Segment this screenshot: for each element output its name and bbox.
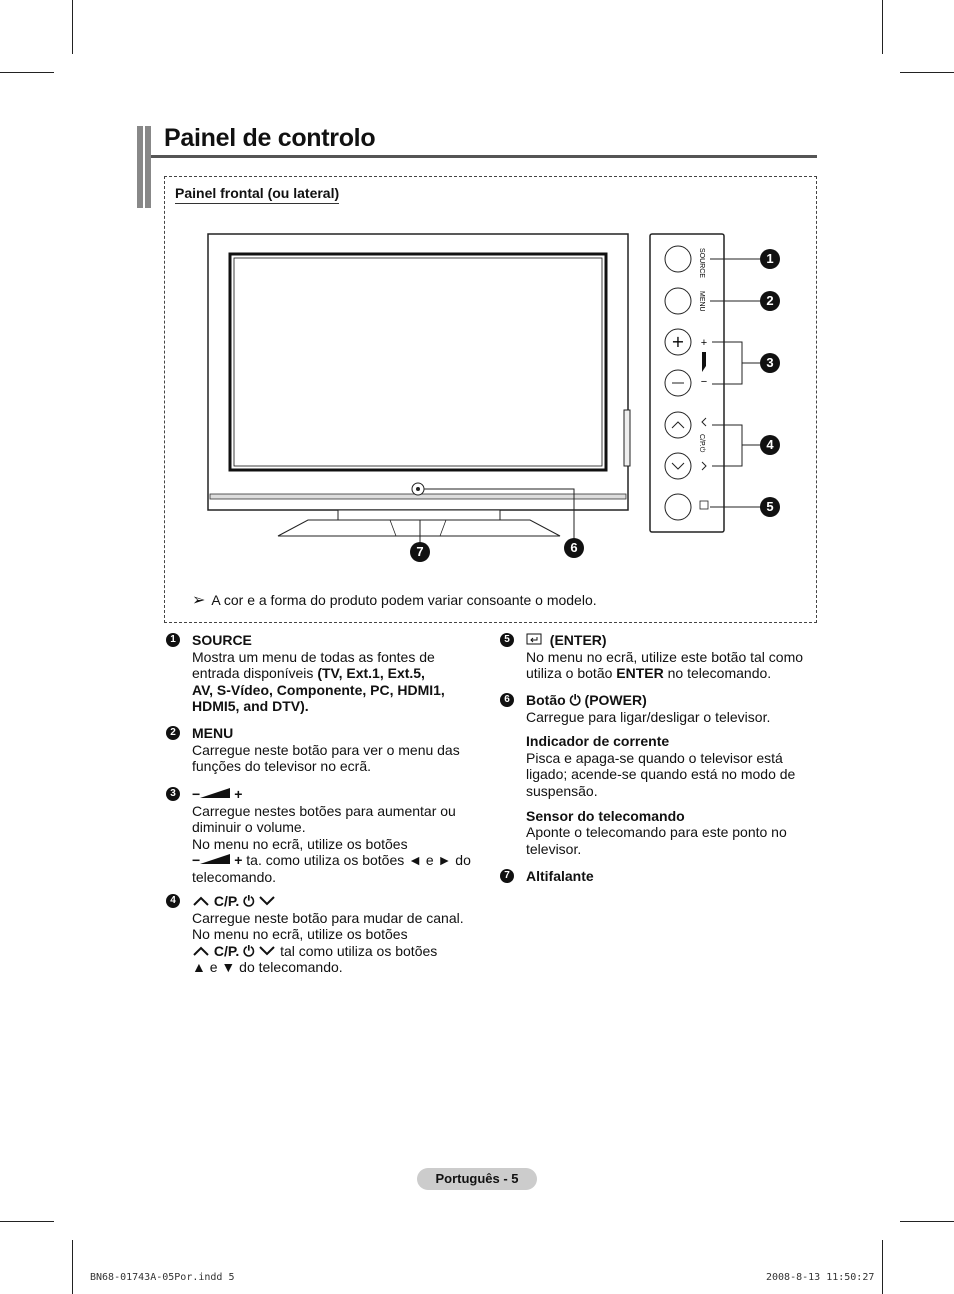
volume-wedge-icon-2: [200, 854, 231, 865]
callout-2: 2: [760, 291, 780, 311]
svg-text:MENU: MENU: [698, 291, 705, 312]
item-enter: (ENTER) No menu no ecrã, utilize este bo…: [526, 632, 804, 682]
chevron-up-icon: [193, 896, 209, 906]
callout-6: 6: [564, 538, 584, 558]
item-speaker: Altifalante: [526, 868, 594, 884]
callout-7: 7: [410, 542, 430, 562]
item-number-3: 3: [166, 787, 180, 801]
item-power: Botão ⏻ (POWER) Carregue para ligar/desl…: [526, 692, 796, 857]
svg-text:+: +: [701, 337, 707, 349]
volume-wedge-icon: [200, 788, 231, 798]
arrow-icon: ➢: [192, 592, 206, 609]
chevron-down-icon: [259, 896, 275, 906]
svg-text:C/P.⏻: C/P.⏻: [698, 434, 706, 453]
item-number-5: 5: [500, 633, 514, 647]
callout-5: 5: [760, 497, 780, 517]
figure-box: [164, 176, 817, 623]
callout-4: 4: [760, 435, 780, 455]
power-icon-2: ⏻: [243, 942, 255, 959]
item-source: SOURCE Mostra um menu de todas as fontes…: [192, 632, 445, 715]
item-number-2: 2: [166, 726, 180, 740]
svg-text:SOURCE: SOURCE: [698, 248, 705, 278]
page-number-badge: Português - 5: [417, 1168, 537, 1190]
item-number-7: 7: [500, 869, 514, 883]
item-number-1: 1: [166, 633, 180, 647]
timestamp-slug: 2008-8-13 11:50:27: [766, 1272, 875, 1283]
title-bar-decoration-2: [145, 126, 151, 208]
callout-1: 1: [760, 249, 780, 269]
item-number-6: 6: [500, 693, 514, 707]
svg-text:−: −: [701, 376, 707, 388]
chevron-down-icon-2: [259, 946, 275, 956]
chevron-up-icon-2: [193, 946, 209, 956]
page-title: Painel de controlo: [164, 124, 376, 152]
item-menu: MENU Carregue neste botão para ver o men…: [192, 725, 460, 775]
item-number-4: 4: [166, 894, 180, 908]
tv-illustration: + SOURCE MENU + − C/P.⏻: [207, 233, 760, 546]
power-icon: ⏻: [243, 893, 255, 909]
callout-3: 3: [760, 353, 780, 373]
svg-text:+: +: [671, 332, 684, 351]
title-rule: [151, 155, 817, 158]
enter-icon: [526, 633, 542, 645]
item-channel: C/P. ⏻ Carregue neste botão para mudar d…: [192, 893, 464, 976]
item-volume: −+ Carregue nestes botões para aumentar …: [192, 786, 471, 885]
title-bar-decoration: [137, 126, 143, 208]
file-slug: BN68-01743A-05Por.indd 5: [90, 1272, 235, 1283]
power-icon-3: ⏻: [569, 692, 581, 708]
figure-note: ➢A cor e a forma do produto podem variar…: [192, 592, 597, 609]
figure-subtitle: Painel frontal (ou lateral): [175, 185, 340, 204]
